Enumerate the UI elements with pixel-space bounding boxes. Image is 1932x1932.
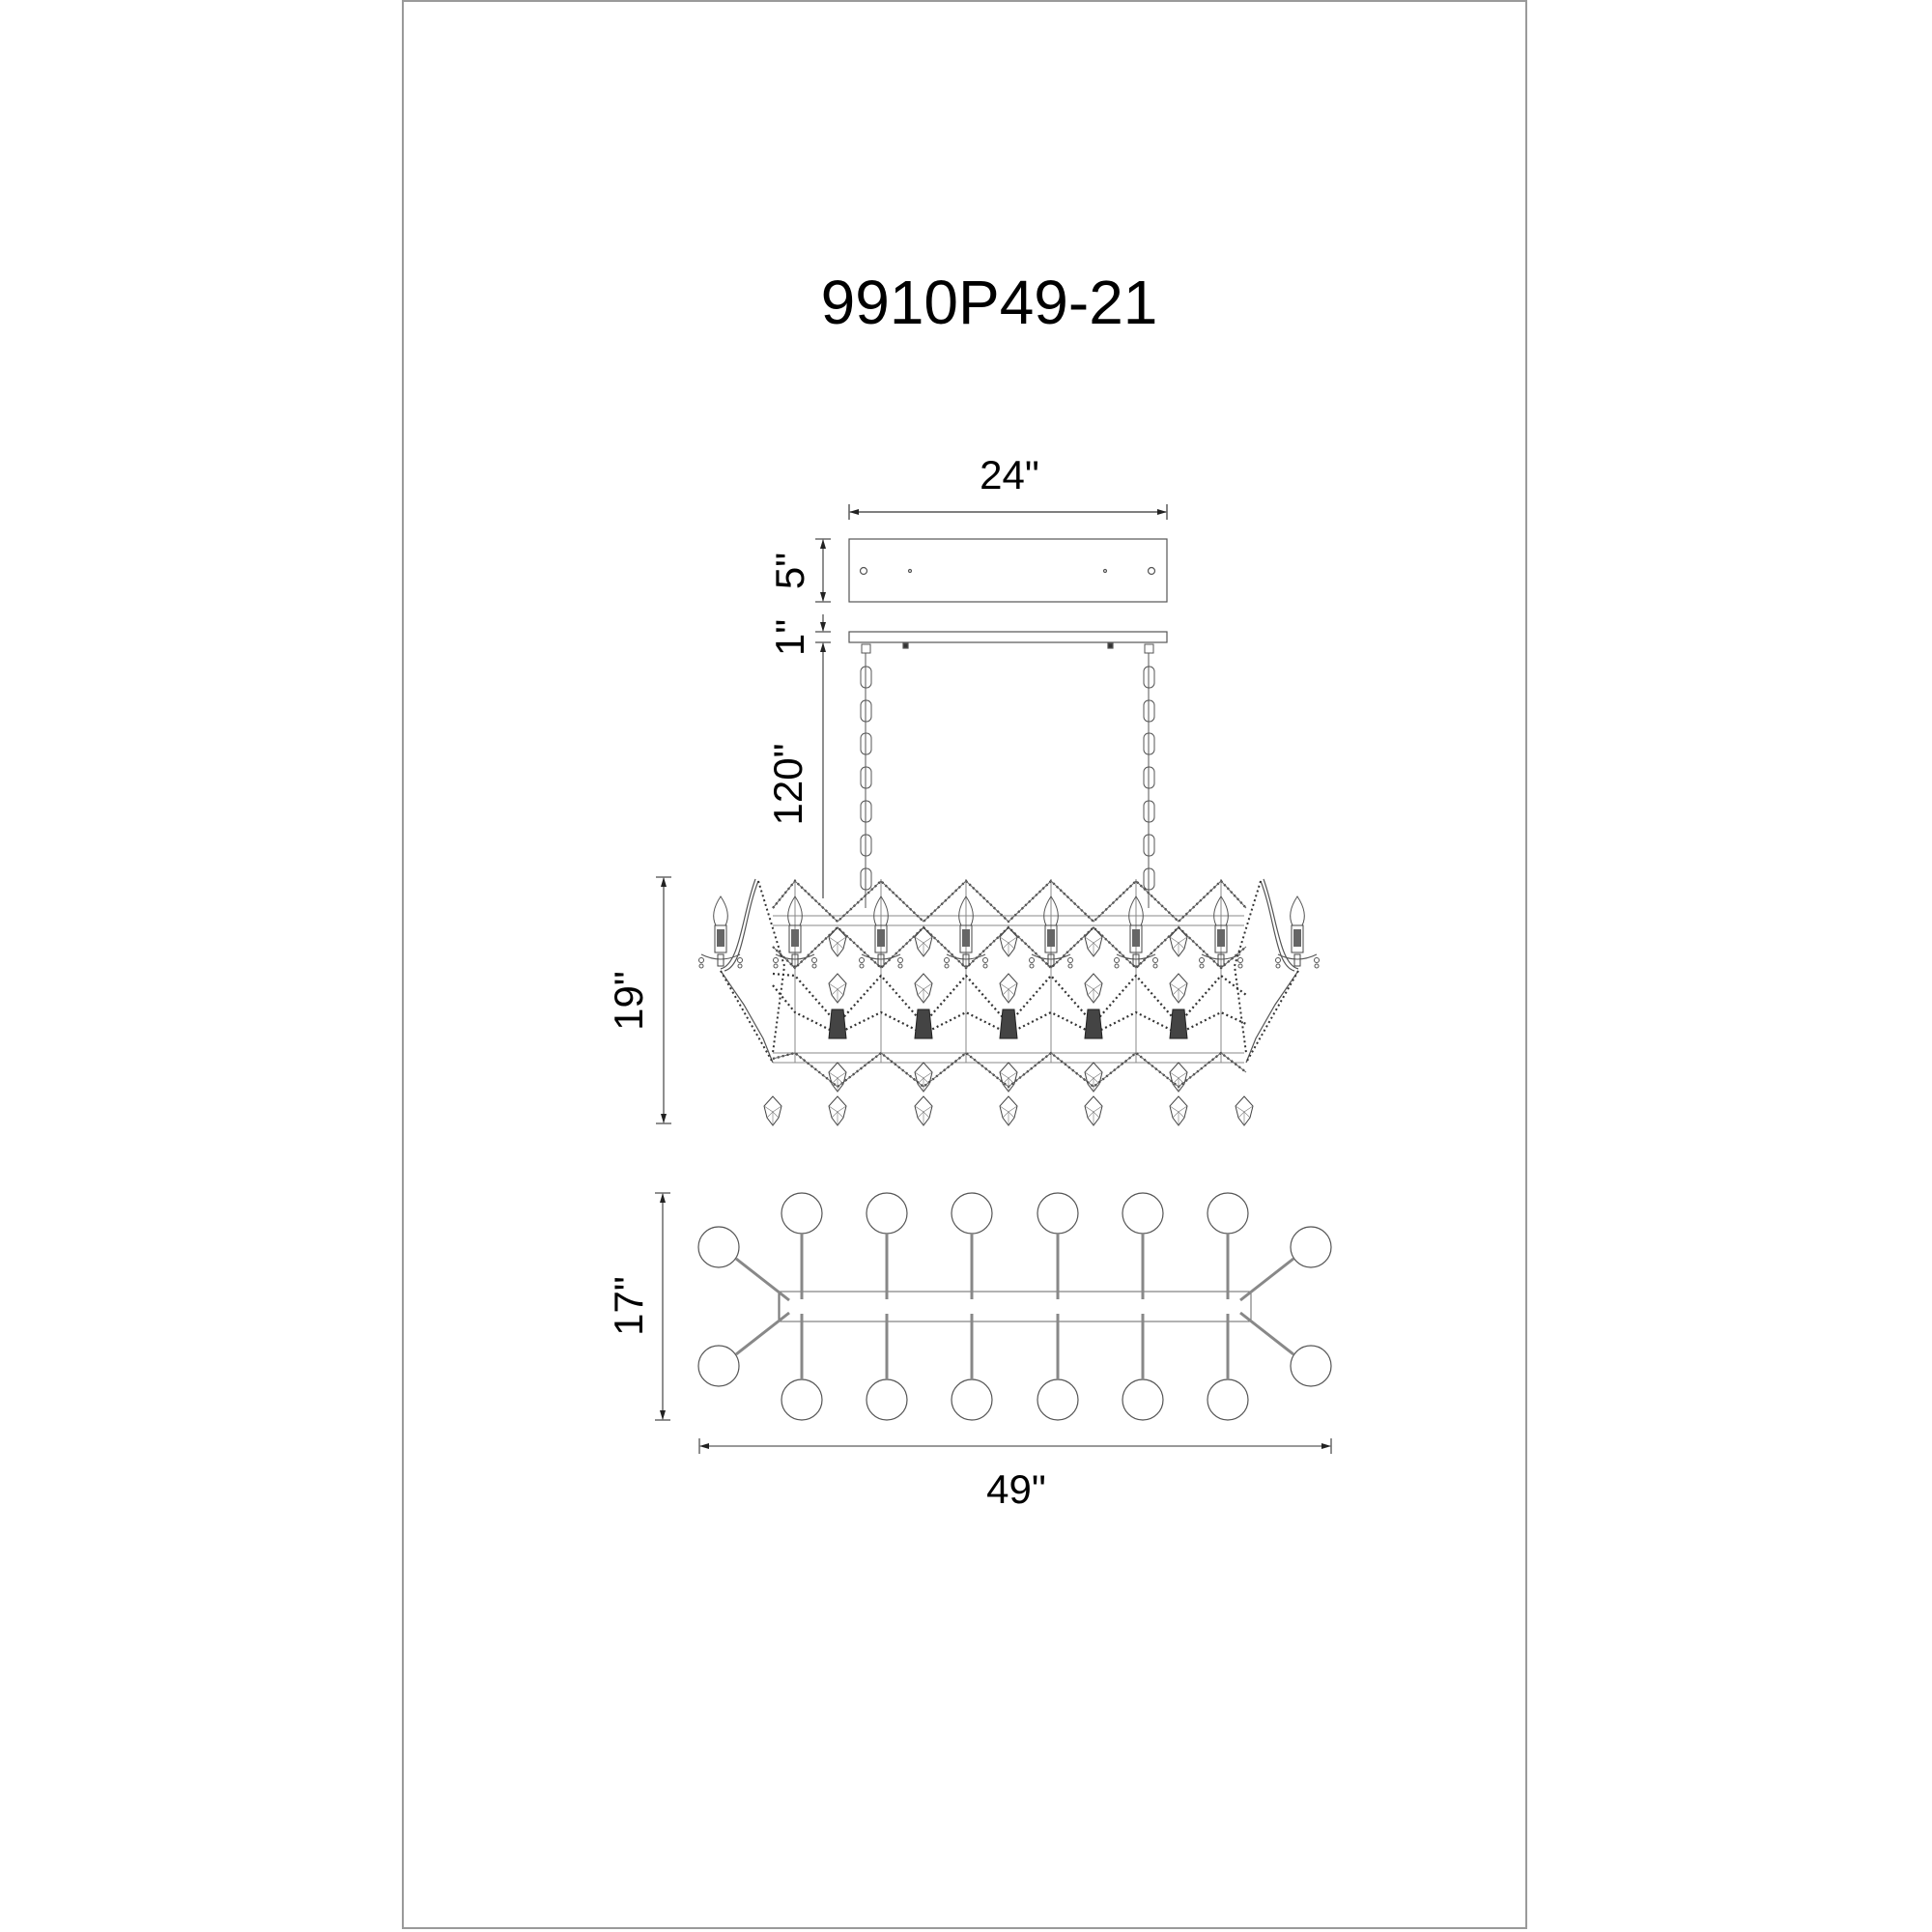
canopy [848, 538, 1168, 603]
suspension-chains [860, 643, 1155, 909]
plan-top-row [781, 1192, 1249, 1299]
dim-label-canopy-width: 24" [980, 452, 1039, 497]
canopy-width-dimension [848, 504, 1168, 520]
title-text: 9910P49-21 [820, 268, 1158, 337]
drawing-frame [402, 0, 1527, 1929]
plan-bottom-row [781, 1314, 1249, 1421]
body-height-dimension [656, 876, 671, 1124]
chandelier-plan-view [697, 1192, 1332, 1421]
mounting-plate [848, 631, 1168, 649]
vertical-dimensions-top [815, 538, 831, 898]
plan-width-dimension [698, 1438, 1332, 1454]
dim-label-plan-width: 49" [986, 1466, 1046, 1512]
model-number-title: 9910P49-21 [0, 267, 1932, 338]
chandelier-elevation [698, 878, 1320, 1126]
plan-depth-dimension [655, 1192, 670, 1421]
plan-side-arms [697, 1226, 1332, 1387]
